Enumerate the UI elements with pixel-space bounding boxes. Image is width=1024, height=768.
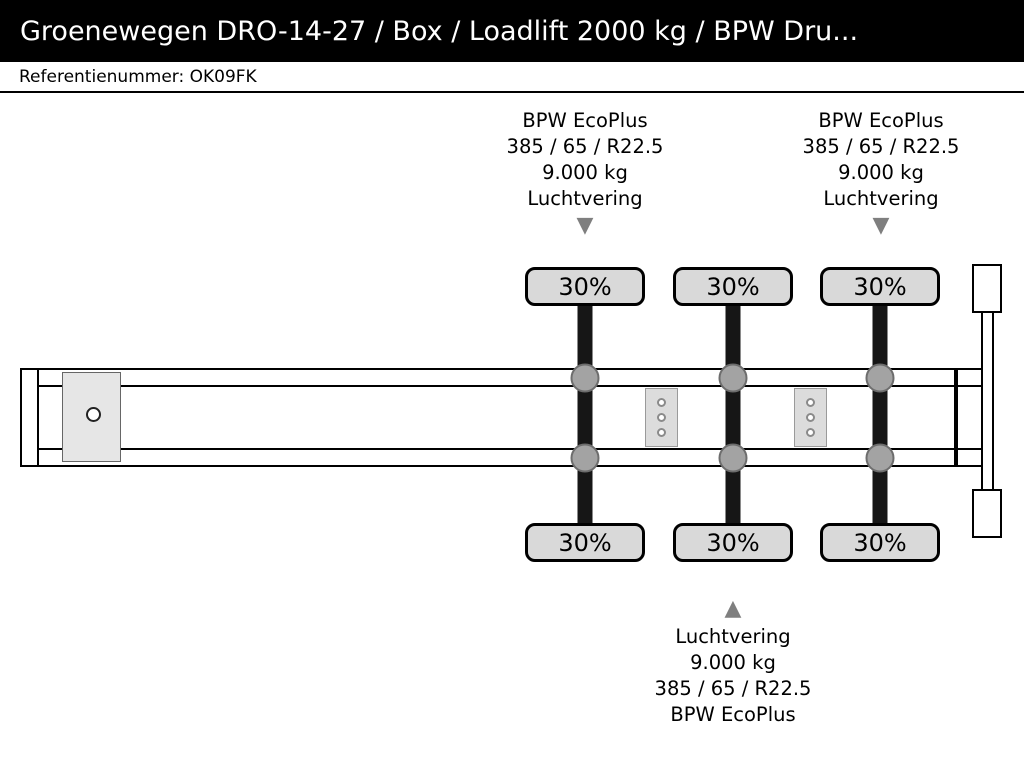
axle-2: [725, 302, 741, 528]
bolt-hole: [657, 413, 666, 422]
air-spring: [570, 443, 600, 473]
annotation-line: 385 / 65 / R22.5: [506, 135, 664, 158]
annotation-line: 9.000 kg: [838, 161, 924, 184]
bolt-hole: [806, 428, 815, 437]
rear-corner-pad: [972, 264, 1002, 313]
annotation-line: 9.000 kg: [542, 161, 628, 184]
reference-bar: Referentienummer: OK09FK: [0, 62, 1024, 93]
wheel-load-badge: 30%: [820, 267, 940, 306]
arrow-up-icon: ▲: [724, 596, 742, 621]
wheel-load-badge: 30%: [820, 523, 940, 562]
annotation-line: 385 / 65 / R22.5: [802, 135, 960, 158]
air-spring: [865, 443, 895, 473]
axle-annotation-top-1: BPW EcoPlus 385 / 65 / R22.5 9.000 kg Lu…: [507, 108, 664, 212]
wheel-load-badge: 30%: [525, 267, 645, 306]
annotation-line: BPW EcoPlus: [670, 703, 796, 726]
annotation-line: Luchtvering: [675, 625, 791, 648]
annotation-line: BPW EcoPlus: [522, 109, 648, 132]
front-end-cap: [20, 368, 39, 467]
rear-corner-pad: [972, 489, 1002, 538]
axle-1: [577, 302, 593, 528]
arrow-down-icon: ▼: [576, 213, 594, 238]
air-spring: [570, 363, 600, 393]
air-spring: [865, 363, 895, 393]
title-bar: Groenewegen DRO-14-27 / Box / Loadlift 2…: [0, 0, 1024, 62]
annotation-line: Luchtvering: [527, 187, 643, 210]
page-title: Groenewegen DRO-14-27 / Box / Loadlift 2…: [20, 15, 859, 47]
axle-annotation-top-2: BPW EcoPlus 385 / 65 / R22.5 9.000 kg Lu…: [803, 108, 960, 212]
air-spring: [718, 363, 748, 393]
wheel-load-badge: 30%: [673, 523, 793, 562]
reference-number: Referentienummer: OK09FK: [19, 66, 257, 87]
annotation-line: 9.000 kg: [690, 651, 776, 674]
rear-crossmember: [954, 370, 958, 465]
kingpin: [86, 407, 101, 422]
bolt-hole: [806, 398, 815, 407]
air-spring: [718, 443, 748, 473]
axle-annotation-bottom: Luchtvering 9.000 kg 385 / 65 / R22.5 BP…: [655, 624, 812, 728]
annotation-line: 385 / 65 / R22.5: [654, 677, 812, 700]
annotation-line: Luchtvering: [823, 187, 939, 210]
wheel-load-badge: 30%: [673, 267, 793, 306]
bolt-hole: [657, 428, 666, 437]
bolt-hole: [657, 398, 666, 407]
chassis-rail-bottom: [20, 448, 992, 467]
annotation-line: BPW EcoPlus: [818, 109, 944, 132]
axle-3: [872, 302, 888, 528]
wheel-load-badge: 30%: [525, 523, 645, 562]
arrow-down-icon: ▼: [872, 213, 890, 238]
chassis-rail-top: [20, 368, 992, 387]
bolt-hole: [806, 413, 815, 422]
